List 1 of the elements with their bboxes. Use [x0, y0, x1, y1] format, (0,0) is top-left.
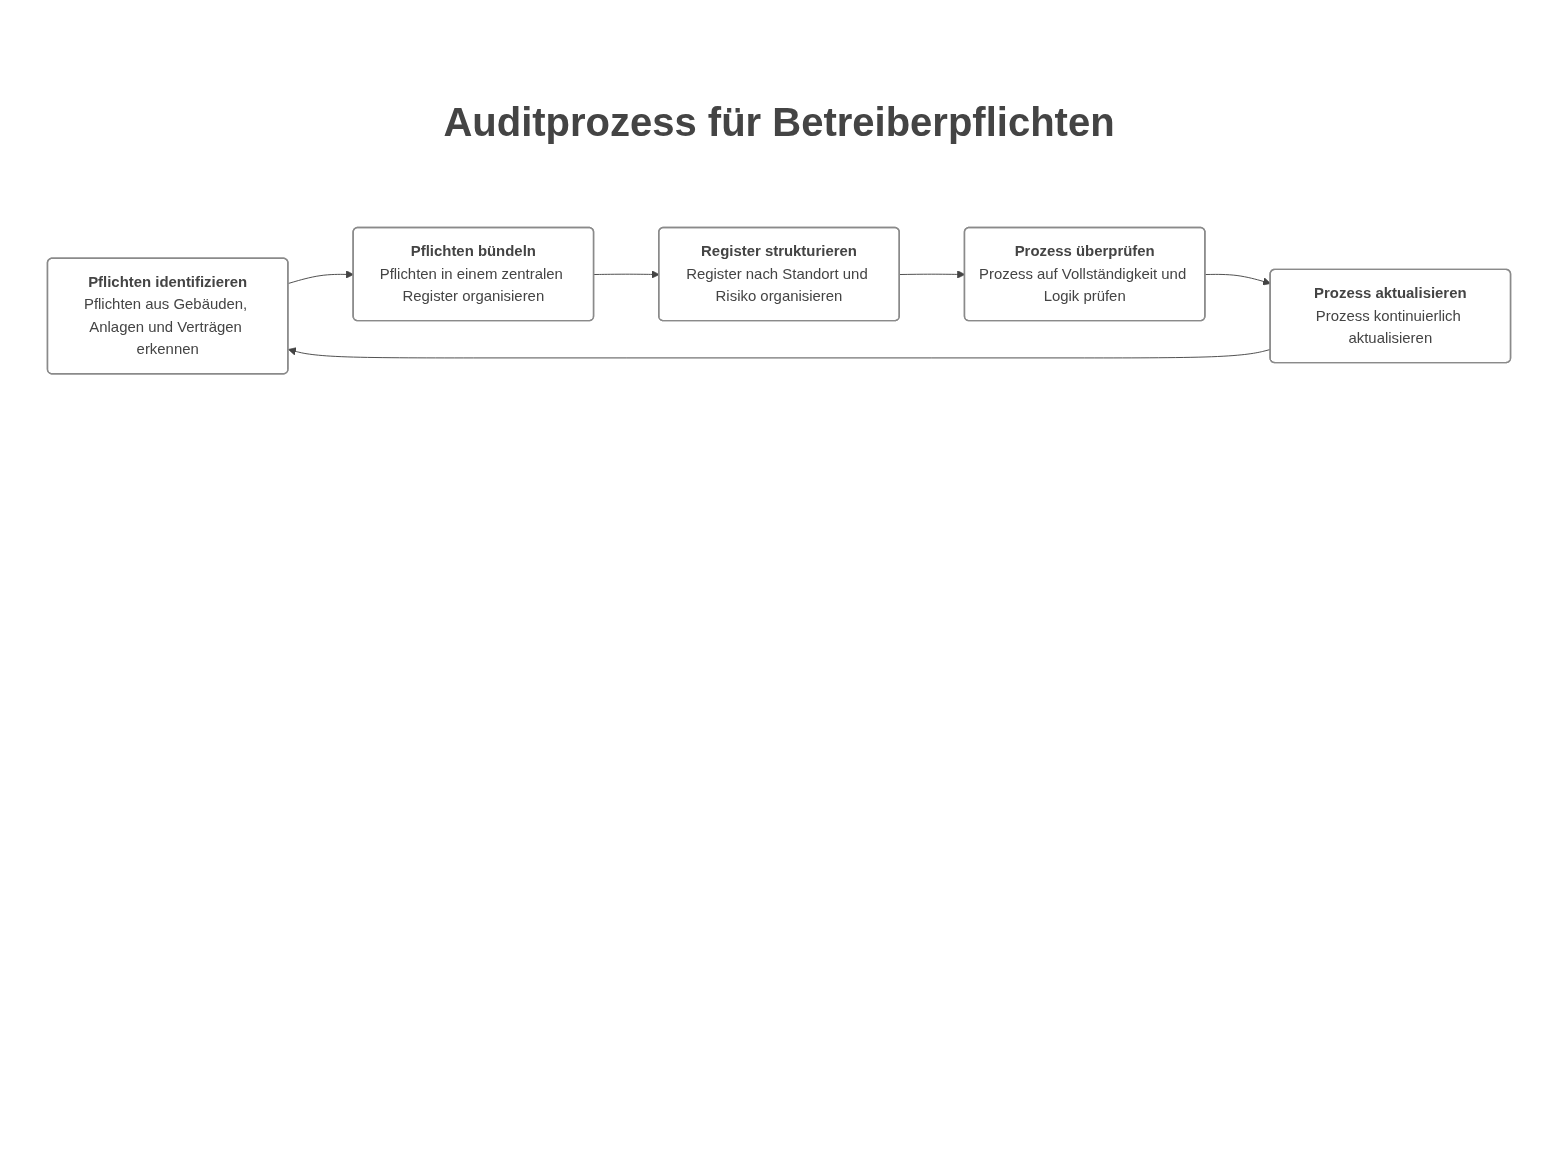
title: Auditprozess für Betreiberpflichten	[442, 99, 1116, 145]
